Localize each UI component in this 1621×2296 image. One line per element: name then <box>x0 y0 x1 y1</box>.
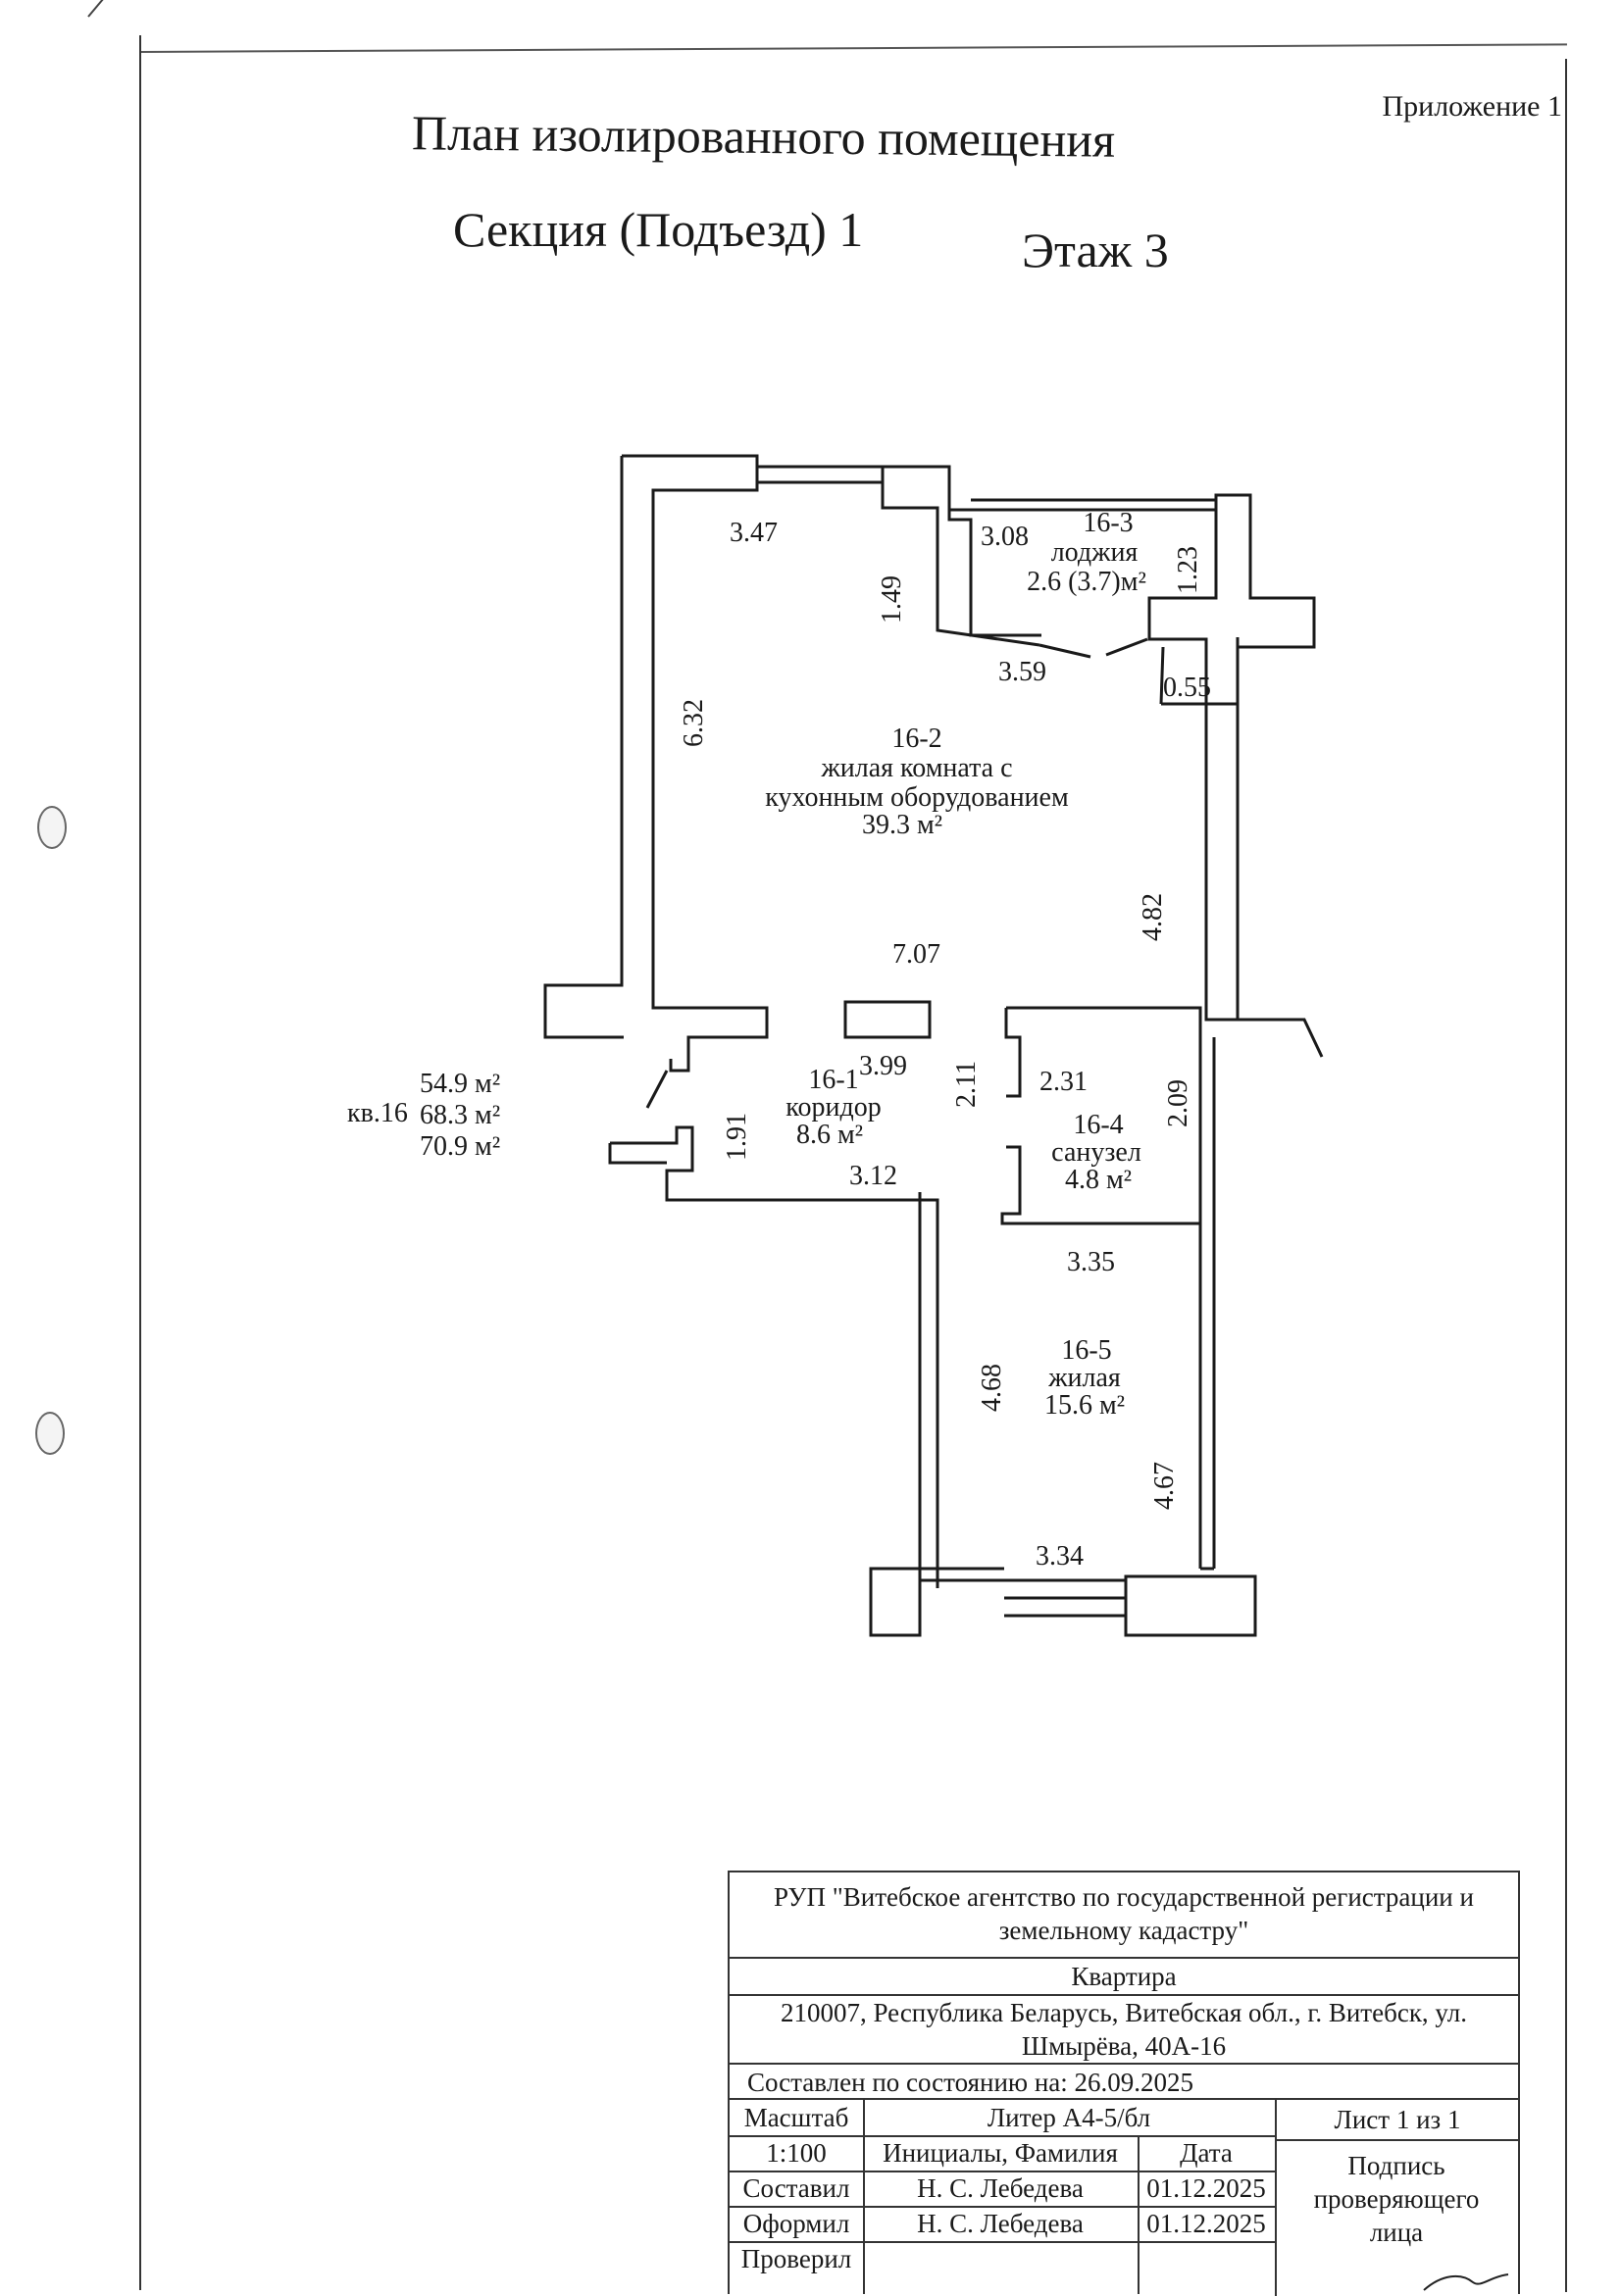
stamp-row-name <box>863 2241 1140 2294</box>
apartment-area-total-loggia: 70.9 м² <box>420 1131 501 1163</box>
dim-label: 3.35 <box>1067 1247 1115 1277</box>
dim-label: 0.55 <box>1163 673 1211 703</box>
dim-label: 1.49 <box>877 575 907 624</box>
punch-hole-bottom <box>35 1412 65 1455</box>
floor-plan: 16-3 лоджия 2.6 (3.7)м² 16-2 жилая комна… <box>543 454 1324 1637</box>
stamp-row-date <box>1138 2241 1277 2294</box>
title-block-stamp: РУП "Витебское агентство по государствен… <box>728 1871 1520 2296</box>
dim-label: 2.11 <box>951 1061 982 1108</box>
apartment-area-living: 54.9 м² <box>420 1069 501 1099</box>
stamp-object-type: Квартира <box>730 1959 1518 1996</box>
room-corridor-id: 16-1 <box>808 1065 858 1095</box>
apartment-label: кв.16 <box>347 1098 408 1128</box>
stamp-liter: Литер А4-5/бл <box>863 2100 1275 2137</box>
stamp-row-role: Оформил <box>730 2206 865 2243</box>
room-living-name-1: жилая комната с <box>820 753 1012 783</box>
room-corridor-name: коридор <box>785 1092 881 1123</box>
signature-mark <box>1423 2273 1509 2291</box>
punch-hole-top <box>37 806 67 849</box>
dim-label: 6.32 <box>679 699 709 747</box>
room-bath-name: санузел <box>1051 1137 1141 1168</box>
room-loggia-area: 2.6 (3.7)м² <box>1027 567 1146 597</box>
dimension-labels: 3.47 3.08 1.49 1.23 3.59 0.55 6.32 4.82 … <box>679 518 1211 1572</box>
room-corridor-area: 8.6 м² <box>796 1120 863 1150</box>
stamp-scale-label: Масштаб <box>730 2100 865 2137</box>
dim-label: 3.08 <box>981 522 1029 552</box>
sheet-border-left <box>139 35 141 2290</box>
stamp-col-sign-3: лица <box>1369 2218 1424 2247</box>
room-living-id: 16-2 <box>891 724 941 754</box>
apartment-area-total: 68.3 м² <box>420 1100 501 1131</box>
stamp-row-name: Н. С. Лебедева <box>863 2171 1140 2208</box>
stamp-col-name: Инициалы, Фамилия <box>863 2135 1140 2172</box>
stamp-organization: РУП "Витебское агентство по государствен… <box>730 1872 1518 1959</box>
dim-label: 3.47 <box>730 518 778 548</box>
room-bath-area: 4.8 м² <box>1065 1165 1132 1195</box>
room-living-name-2: кухонным оборудованием <box>765 782 1069 813</box>
dim-label: 3.99 <box>859 1051 907 1081</box>
dim-label: 1.23 <box>1173 546 1203 594</box>
stamp-row-date: 01.12.2025 <box>1138 2206 1277 2243</box>
stamp-col-sign-1: Подпись <box>1347 2151 1445 2180</box>
dim-label: 2.31 <box>1039 1067 1088 1097</box>
section-label: Секция (Подъезд) 1 <box>453 202 864 257</box>
dim-label: 3.59 <box>998 657 1046 687</box>
room-bedroom-name: жилая <box>1047 1363 1121 1393</box>
apartment-area-values: 54.9 м² 68.3 м² 70.9 м² <box>420 1069 500 1164</box>
dim-label: 7.07 <box>892 939 940 970</box>
sheet-border-right <box>1565 59 1567 2292</box>
stamp-sheet: Лист 1 из 1 <box>1275 2100 1518 2141</box>
stamp-address-line2: Шмырёва, 40А-16 <box>1021 2031 1227 2061</box>
floor-label: Этаж 3 <box>1022 223 1169 277</box>
dim-label: 4.67 <box>1149 1462 1180 1510</box>
room-bedroom-id: 16-5 <box>1061 1335 1111 1366</box>
dim-label: 4.68 <box>977 1364 1007 1412</box>
room-living-area: 39.3 м² <box>862 810 942 840</box>
dim-label: 3.34 <box>1036 1541 1084 1572</box>
room-labels: 16-3 лоджия 2.6 (3.7)м² 16-2 жилая комна… <box>765 508 1146 1421</box>
stamp-row-name: Н. С. Лебедева <box>863 2206 1140 2243</box>
room-bath-id: 16-4 <box>1073 1110 1123 1140</box>
stamp-col-sign-2: проверяющего <box>1313 2184 1480 2214</box>
dim-label: 2.09 <box>1163 1079 1193 1127</box>
stamp-col-date: Дата <box>1138 2135 1277 2172</box>
stamp-row-role: Проверил <box>730 2241 865 2294</box>
dim-label: 3.12 <box>849 1161 897 1191</box>
room-loggia-name: лоджия <box>1051 537 1139 568</box>
stamp-row-role: Составил <box>730 2171 865 2208</box>
stamp-org-line2: земельному кадастру" <box>998 1916 1249 1945</box>
dim-label: 4.82 <box>1138 893 1168 941</box>
dim-label: 1.91 <box>722 1113 752 1161</box>
stamp-state-date: Составлен по состоянию на: 26.09.2025 <box>730 2065 1518 2100</box>
stamp-row-date: 01.12.2025 <box>1138 2171 1277 2208</box>
plan-walls <box>543 454 1324 1637</box>
room-loggia-id: 16-3 <box>1083 508 1133 538</box>
room-bedroom-area: 15.6 м² <box>1044 1390 1125 1421</box>
stamp-scale-value: 1:100 <box>730 2135 865 2172</box>
stamp-address-line1: 210007, Республика Беларусь, Витебская о… <box>781 1998 1467 2027</box>
stamp-org-line1: РУП "Витебское агентство по государствен… <box>774 1882 1474 1912</box>
stamp-address: 210007, Республика Беларусь, Витебская о… <box>730 1994 1518 2065</box>
appendix-label: Приложение 1 <box>1382 90 1562 123</box>
